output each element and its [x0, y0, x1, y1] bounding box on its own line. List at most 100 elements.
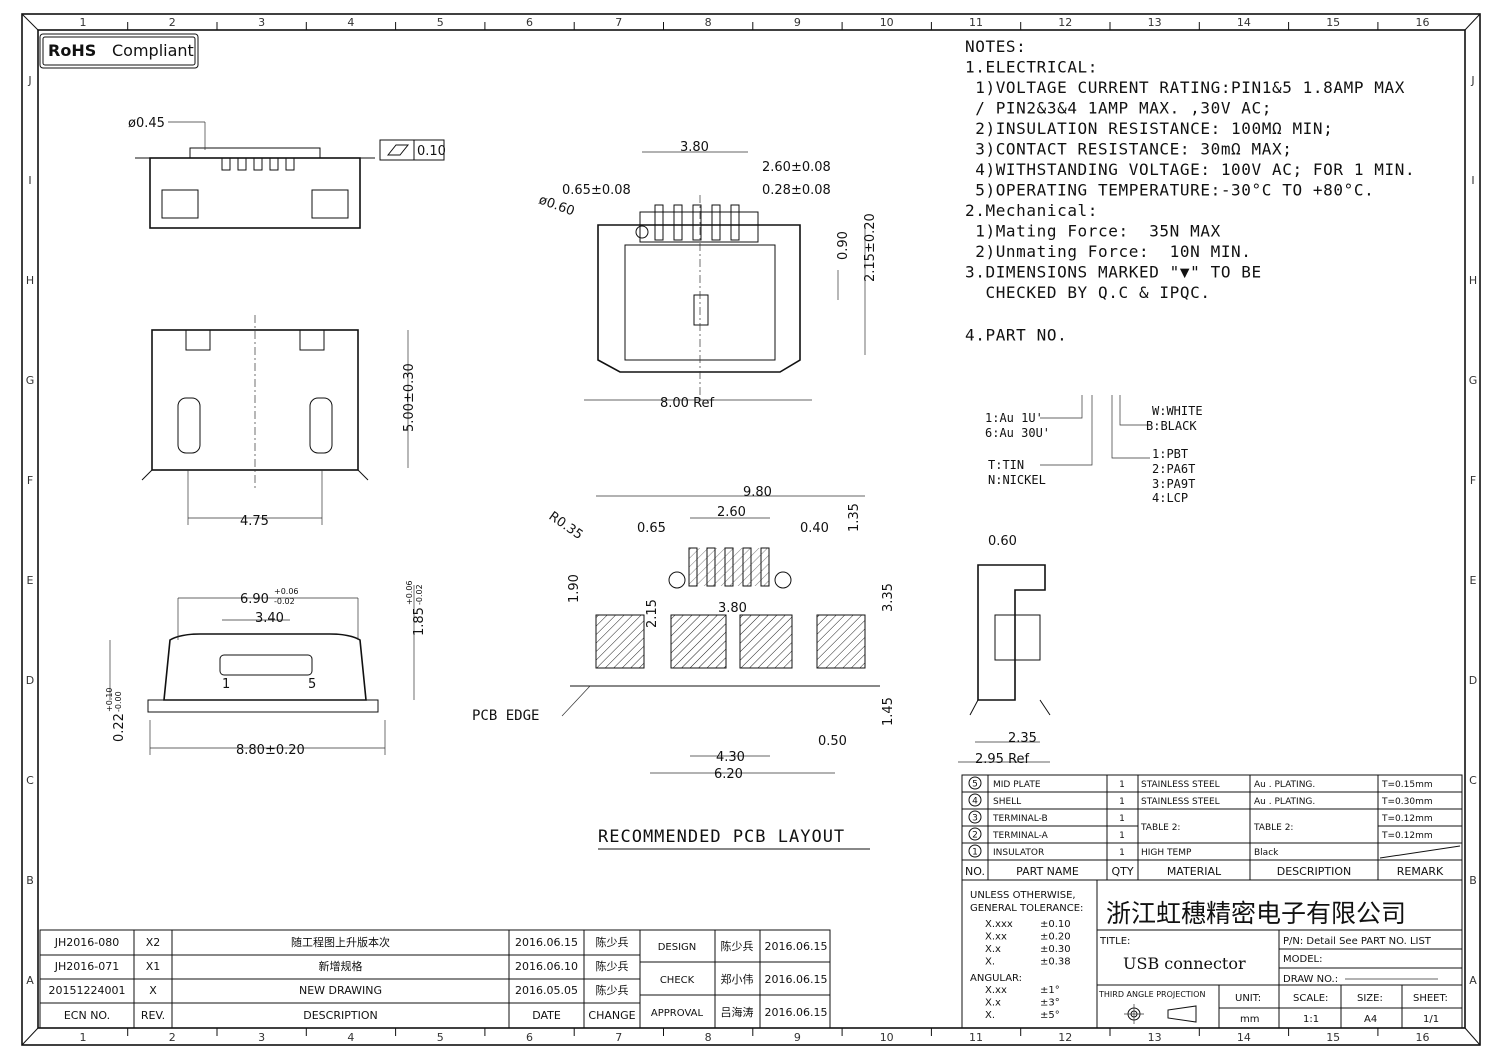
dimension: 3.35: [881, 583, 896, 612]
note-line: 1)Mating Force: 35N MAX: [965, 222, 1221, 241]
tolerance-class: X.x: [985, 944, 1001, 955]
bom-header: REMARK: [1397, 865, 1444, 878]
revision-desc: 随工程图上升版本次: [291, 935, 390, 949]
tolerance-title: GENERAL TOLERANCE:: [970, 903, 1083, 914]
tolerance-value: ±3°: [1040, 998, 1060, 1009]
dimension: 1.90: [567, 574, 582, 603]
revision-date: 2016.06.10: [515, 960, 578, 973]
zone-column-label: 10: [880, 16, 894, 29]
item-number: 1: [972, 848, 978, 858]
part-name: INSULATOR: [993, 848, 1044, 858]
dimension: 0.65±0.08: [562, 183, 631, 198]
dimension: 0.40: [800, 521, 829, 536]
part-name: TERMINAL-A: [992, 831, 1049, 841]
revision-date: 2016.06.15: [515, 936, 578, 949]
tolerance-class: X.: [985, 957, 995, 968]
legend-item: B:BLACK: [1146, 419, 1197, 433]
zone-column-label: 7: [615, 1031, 622, 1044]
rear-view: [584, 151, 866, 401]
dimension: 0.65: [637, 521, 666, 536]
zone-column-label: 4: [347, 16, 354, 29]
zone-column-label: 3: [258, 1031, 265, 1044]
zone-column-label: 8: [705, 1031, 712, 1044]
tolerance-class: X.: [985, 1010, 995, 1021]
revision-ecn: JH2016-071: [54, 960, 119, 973]
part-qty: 1: [1119, 797, 1125, 807]
note-line: 3)CONTACT RESISTANCE: 30mΩ MAX;: [965, 140, 1292, 159]
part-qty: 1: [1119, 848, 1125, 858]
revision-ecn: 20151224001: [49, 984, 126, 997]
projection-label: THIRD ANGLE PROJECTION: [1098, 990, 1205, 999]
part-remark: T=0.12mm: [1381, 814, 1433, 824]
title-block: UNLESS OTHERWISE, GENERAL TOLERANCE: X.x…: [961, 879, 1463, 1029]
note-line: 2)Unmating Force: 10N MIN.: [965, 242, 1252, 261]
zone-column-label: 11: [969, 16, 983, 29]
approval-role: CHECK: [660, 975, 695, 986]
dimension: 2.95 Ref: [975, 752, 1030, 767]
zone-row-label: I: [28, 174, 31, 187]
pcb-edge-label: PCB EDGE: [472, 708, 539, 724]
revision-desc: 新增规格: [319, 959, 363, 973]
note-line: 5)OPERATING TEMPERATURE:-30°C TO +80°C.: [965, 181, 1374, 200]
tolerance: -0.02: [274, 597, 295, 606]
tolerance-value: ±0.30: [1040, 944, 1071, 955]
legend-item: W:WHITE: [1152, 404, 1203, 418]
zone-column-label: 14: [1237, 16, 1251, 29]
dimension: 0.22: [112, 713, 127, 742]
revision-header: REV.: [141, 1009, 165, 1022]
scale-label: SCALE:: [1293, 993, 1328, 1004]
model-label: MODEL:: [1283, 954, 1322, 965]
zone-column-label: 10: [880, 1031, 894, 1044]
tolerance-class: X.xx: [985, 985, 1007, 996]
legend-item: 1:PBT: [1152, 447, 1188, 461]
dimension-labels: ø0.45 0.10 3.80 2.60±0.08 0.65±0.08 0.28…: [105, 116, 1037, 782]
tolerance-value: ±5°: [1040, 1010, 1060, 1021]
item-number-circle: [968, 776, 982, 790]
item-number-circle: [968, 810, 982, 824]
zone-column-label: 1: [80, 1031, 87, 1044]
revision-change: 陈少兵: [596, 983, 629, 997]
part-description: Au . PLATING.: [1254, 797, 1315, 807]
note-line: 4)WITHSTANDING VOLTAGE: 100V AC; FOR 1 M…: [965, 160, 1415, 179]
part-name: TERMINAL-B: [992, 814, 1048, 824]
pcb-layout-view: PCB EDGE RECOMMENDED PCB LAYOUT: [472, 495, 880, 850]
legend-item: T:TIN: [988, 458, 1024, 472]
dimension: 6.90: [240, 592, 269, 607]
note-line: 2)INSULATION RESISTANCE: 100MΩ MIN;: [965, 119, 1333, 138]
dimension: 3.80: [680, 140, 709, 155]
part-remark: T=0.30mm: [1381, 797, 1433, 807]
dimension: 3.80: [718, 601, 747, 616]
rohs-badge: RoHS Compliant: [39, 33, 199, 69]
zone-column-label: 5: [437, 1031, 444, 1044]
dimension: 3.40: [255, 611, 284, 626]
zone-column-label: 6: [526, 16, 533, 29]
dimension: 2.15±0.20: [863, 213, 878, 282]
part-name: SHELL: [993, 797, 1021, 807]
part-qty: 1: [1119, 831, 1125, 841]
unit-value: mm: [1240, 1014, 1259, 1025]
zone-row-label: J: [1470, 74, 1474, 87]
zone-column-label: 2: [169, 16, 176, 29]
zone-row-label: B: [1469, 874, 1477, 887]
bom-header: NO.: [965, 865, 985, 878]
approval-name: 吕海涛: [721, 1005, 754, 1019]
note-line: 1.ELECTRICAL:: [965, 58, 1098, 77]
zone-column-label: 9: [794, 16, 801, 29]
zone-row-label: H: [26, 274, 34, 287]
approval-date: 2016.06.15: [765, 973, 828, 986]
legend-item: 6:Au 30U': [985, 426, 1050, 440]
company-name: 浙江虹穗精密电子有限公司: [1106, 899, 1406, 928]
zone-column-label: 14: [1237, 1031, 1251, 1044]
zone-row-label: A: [1469, 974, 1477, 987]
note-line: 4.PART NO.: [965, 326, 1067, 345]
zone-column-label: 5: [437, 16, 444, 29]
dimension: 4.30: [716, 750, 745, 765]
dimension: R0.35: [546, 509, 586, 543]
revision-header: DATE: [532, 1009, 561, 1022]
tolerance-class: X.x: [985, 998, 1001, 1009]
zone-row-label: J: [27, 74, 31, 87]
scale-value: 1:1: [1303, 1014, 1319, 1025]
zone-row-label: D: [26, 674, 34, 687]
